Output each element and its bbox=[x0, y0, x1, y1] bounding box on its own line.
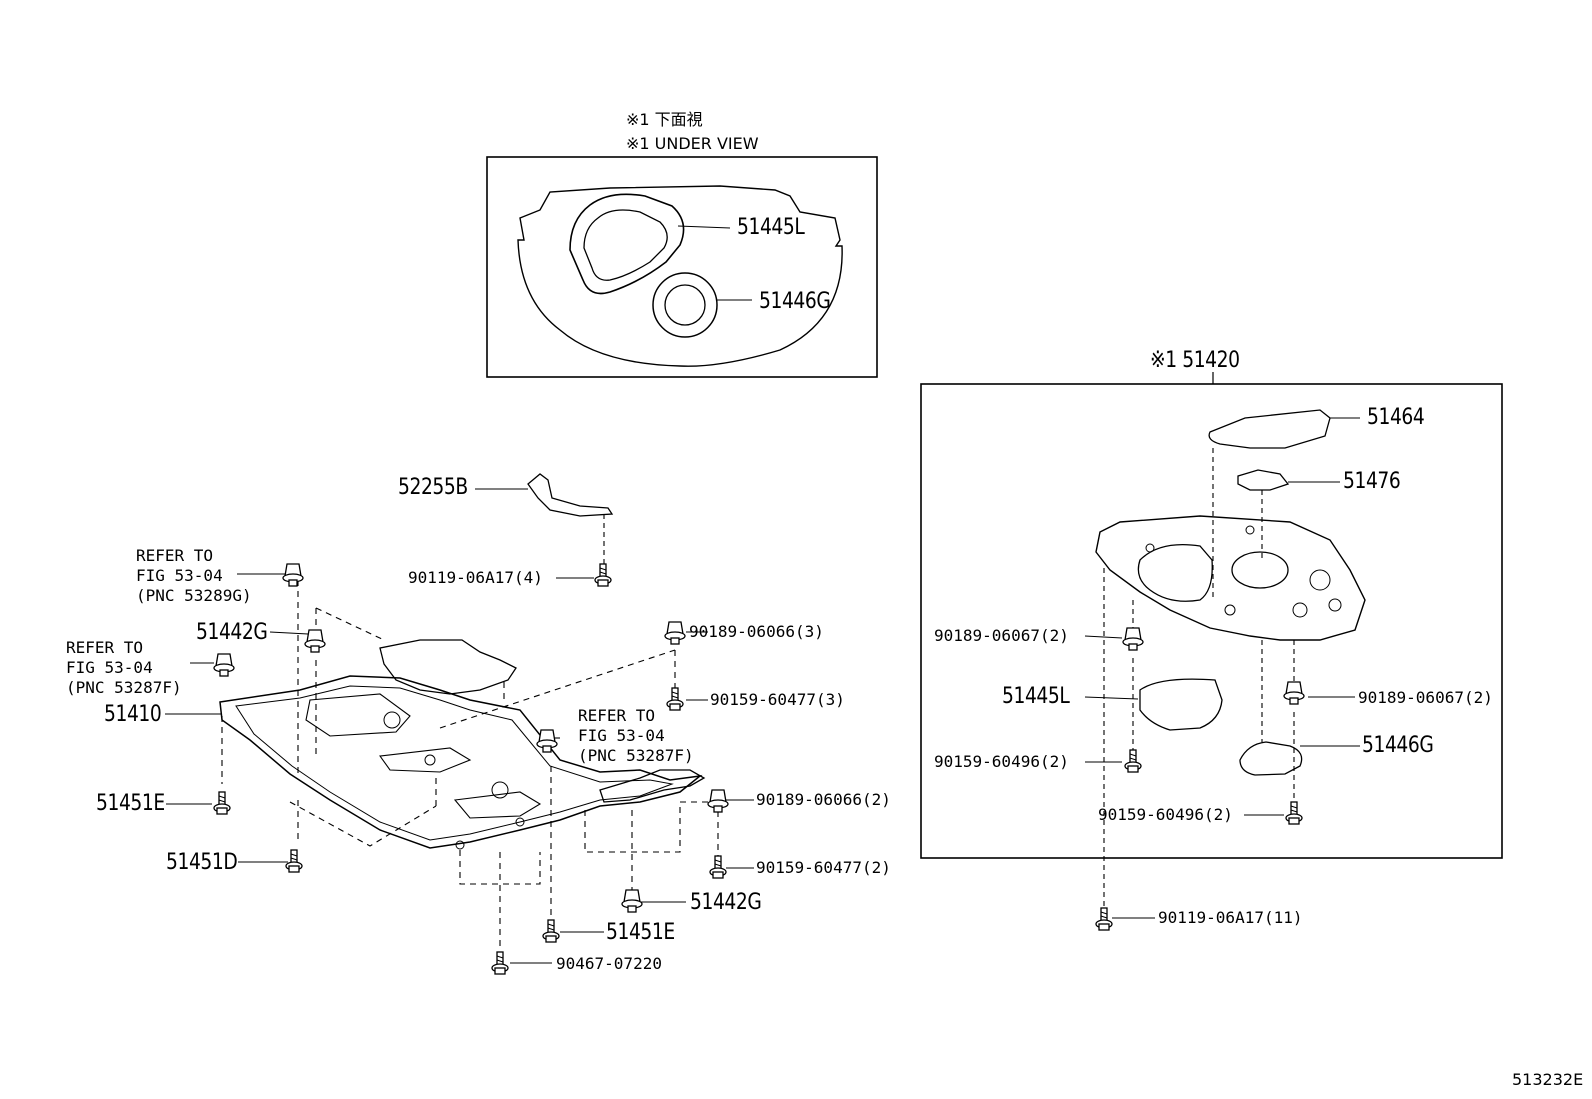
part-label-51451D[interactable]: 51451D bbox=[166, 850, 238, 875]
part-label-51464[interactable]: 51464 bbox=[1367, 405, 1425, 430]
under-view-panel bbox=[486, 156, 878, 378]
figure-number: 513232E bbox=[1512, 1070, 1584, 1089]
part-label-51451E-left[interactable]: 51451E bbox=[96, 791, 165, 816]
part-label-90189-06067-left[interactable]: 90189-06067(2) bbox=[934, 626, 1069, 645]
assembly-label-51420[interactable]: ※1 51420 bbox=[1150, 348, 1240, 373]
part-label-90159-60477-2[interactable]: 90159-60477(2) bbox=[756, 858, 891, 877]
part-label-90159-60496-right[interactable]: 90159-60496(2) bbox=[1098, 805, 1233, 824]
part-label-51446G-underview[interactable]: 51446G bbox=[759, 289, 831, 314]
refer-to-fig-53287F-right[interactable]: REFER TO FIG 53-04 (PNC 53287F) bbox=[578, 706, 694, 765]
part-label-51442G-upper[interactable]: 51442G bbox=[196, 620, 268, 645]
part-label-90119-06A17-11[interactable]: 90119-06A17(11) bbox=[1158, 908, 1303, 927]
part-label-90189-06067-right[interactable]: 90189-06067(2) bbox=[1358, 688, 1493, 707]
part-label-90189-06066-3[interactable]: 90189-06066(3) bbox=[689, 622, 824, 641]
lower-engine-cover-assembly bbox=[165, 473, 754, 975]
part-label-51476[interactable]: 51476 bbox=[1343, 469, 1401, 494]
part-label-90467-07220[interactable]: 90467-07220 bbox=[556, 954, 662, 973]
under-view-title-jp: ※1 下面視 bbox=[626, 110, 703, 129]
part-label-90189-06066-2[interactable]: 90189-06066(2) bbox=[756, 790, 891, 809]
part-label-90119-06A17-4[interactable]: 90119-06A17(4) bbox=[408, 568, 543, 587]
part-label-51445L-underview[interactable]: 51445L bbox=[737, 215, 805, 240]
assembly-51420-panel bbox=[920, 372, 1503, 931]
part-label-51451E-lower[interactable]: 51451E bbox=[606, 920, 675, 945]
part-label-52255B[interactable]: 52255B bbox=[398, 475, 468, 500]
part-label-90159-60496-left[interactable]: 90159-60496(2) bbox=[934, 752, 1069, 771]
part-label-51446G[interactable]: 51446G bbox=[1362, 733, 1434, 758]
part-label-51442G-lower[interactable]: 51442G bbox=[690, 890, 762, 915]
part-label-90159-60477-3[interactable]: 90159-60477(3) bbox=[710, 690, 845, 709]
under-view-title-en: ※1 UNDER VIEW bbox=[626, 134, 759, 153]
refer-to-fig-53289G[interactable]: REFER TO FIG 53-04 (PNC 53289G) bbox=[136, 546, 252, 605]
refer-to-fig-53287F-left[interactable]: REFER TO FIG 53-04 (PNC 53287F) bbox=[66, 638, 182, 697]
part-label-51410[interactable]: 51410 bbox=[104, 702, 162, 727]
part-label-51445L[interactable]: 51445L bbox=[1002, 684, 1070, 709]
